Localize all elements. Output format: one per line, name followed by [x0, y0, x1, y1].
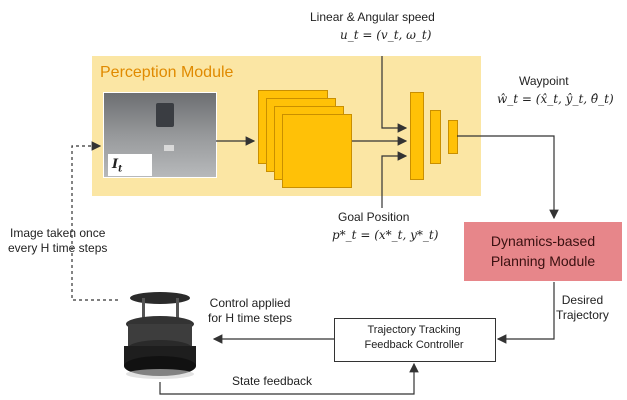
image-taken-line2: every H time steps	[8, 241, 108, 255]
frame-subscript: t	[118, 164, 123, 175]
frame-symbol: I	[112, 157, 119, 172]
turtlebot-robot-icon	[124, 292, 196, 379]
waypoint-formula: ŵ_t = (x̂_t, ŷ_t, θ̂_t)	[497, 92, 614, 106]
speed-label: Linear & Angular speed	[310, 10, 435, 24]
controller-label-line1: Trajectory Tracking	[367, 324, 461, 336]
desired-trajectory-label: Desired Trajectory	[556, 293, 609, 323]
arrow-waypoint-to-planning	[457, 135, 559, 220]
feature-map-4	[282, 114, 352, 188]
control-applied-line1: Control applied	[209, 296, 291, 310]
controller-box	[334, 318, 496, 362]
speed-formula: u_t = (v_t, ω_t)	[340, 28, 432, 42]
state-feedback-label: State feedback	[232, 374, 313, 388]
arrow-state-feedback	[159, 362, 419, 395]
control-applied-label: Control applied for H time steps	[208, 296, 292, 326]
floor-mark	[164, 145, 174, 151]
planning-label-line2: Planning Module	[490, 253, 596, 269]
desired-trajectory-line1: Desired	[561, 293, 604, 307]
planning-label-line1: Dynamics-based	[490, 233, 596, 249]
waypoint-label: Waypoint	[519, 74, 569, 88]
image-taken-label: Image taken once every H time steps	[8, 226, 107, 256]
arrow-image-taken	[71, 141, 118, 301]
arrow-planning-to-controller	[496, 282, 555, 344]
perception-module-title: Perception Module	[100, 64, 234, 81]
fc-layer-2	[430, 110, 441, 164]
arrow-goal-input	[381, 151, 408, 208]
controller-label: Trajectory Tracking Feedback Controller	[334, 323, 494, 353]
control-applied-line2: for H time steps	[208, 311, 293, 325]
fc-layer-1	[410, 92, 424, 180]
planning-module-box	[464, 222, 622, 281]
image-taken-line1: Image taken once	[9, 226, 106, 240]
planning-module-label: Dynamics-based Planning Module	[464, 231, 622, 271]
frame-label: It	[108, 154, 152, 176]
goal-formula: p*_t = (x*_t, y*_t)	[332, 228, 439, 242]
controller-label-line2: Feedback Controller	[364, 339, 464, 351]
arrow-speed-input	[381, 56, 408, 133]
fc-layer-3	[448, 120, 458, 154]
desired-trajectory-line2: Trajectory	[556, 308, 609, 322]
chair-shape	[156, 103, 174, 127]
goal-label: Goal Position	[338, 210, 410, 224]
